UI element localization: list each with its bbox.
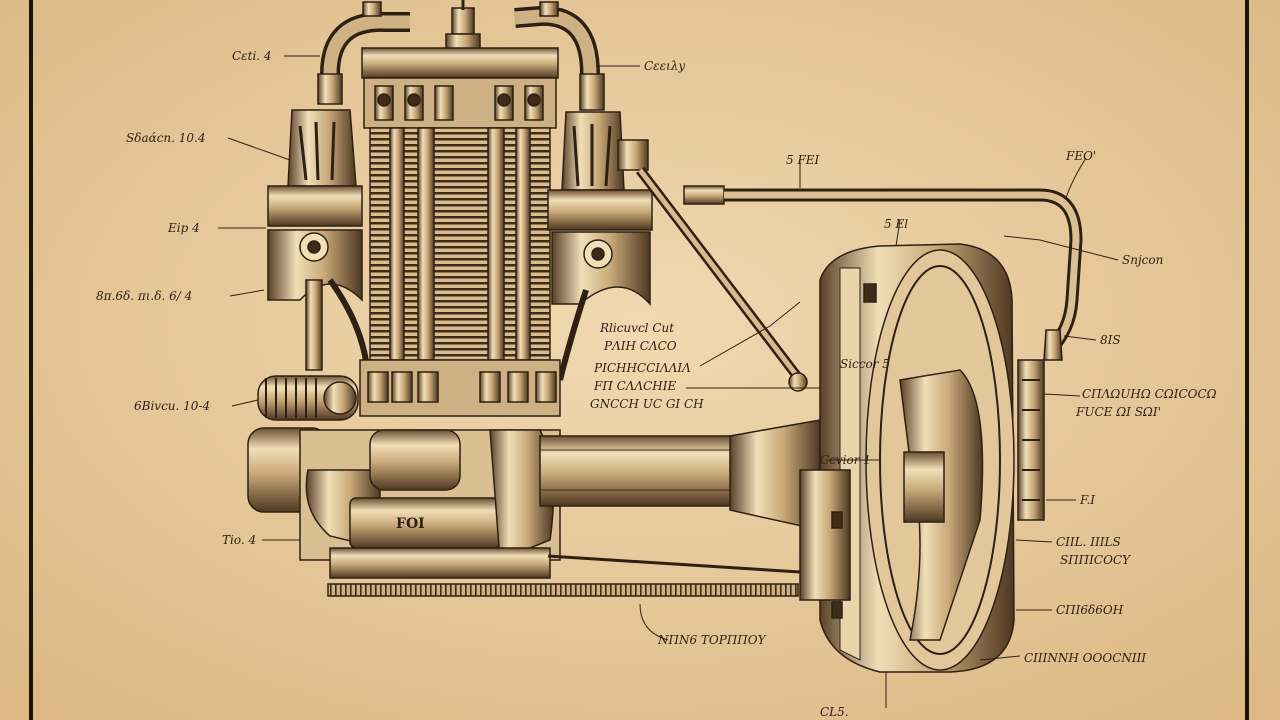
rim-slot-1 <box>863 283 877 303</box>
roller-end-cap <box>323 381 357 415</box>
shaft-highlight-lines <box>540 449 740 491</box>
left-connecting-rod <box>305 279 323 371</box>
crank-journal <box>369 429 461 491</box>
manifold-port-6 <box>535 371 557 403</box>
right-wrist-pin-center <box>591 247 605 261</box>
label-fuel-pipe: 5 FEI <box>786 153 820 167</box>
label-bottom: CL5. <box>820 705 849 719</box>
manifold-port-4 <box>479 371 501 403</box>
fuel-pipe-nozzle <box>1043 329 1063 361</box>
label-right-lower-1: CIIL. IIILS <box>1056 535 1121 549</box>
label-crank-hub: Tio. 4 <box>222 533 256 547</box>
tie-rod-3 <box>487 127 505 361</box>
left-intake-pipe <box>323 15 410 75</box>
manifold-port-3 <box>417 371 439 403</box>
label-center-5: GNCCH UC GI CH <box>590 397 704 411</box>
valve-cap-2 <box>407 93 421 107</box>
manifold-port-5 <box>507 371 529 403</box>
tie-rod-4 <box>515 127 531 361</box>
crank-bearing-housing <box>349 497 501 549</box>
left-wrist-pin-center <box>307 240 321 254</box>
border-frame <box>29 0 1249 720</box>
label-center-4: FΠ CΛΛCHIE <box>593 379 677 393</box>
label-magneto-2: FUCE ΩI SΩI' <box>1075 405 1161 419</box>
label-right-rim: Snjcon <box>1122 253 1163 267</box>
label-center-2: PΛIH CΛCO <box>603 339 677 353</box>
valve-cap-3 <box>497 93 511 107</box>
label-pipe-bend: FEO' <box>1065 149 1096 163</box>
leader-lines <box>218 55 1119 708</box>
fuel-pipe <box>724 191 1080 353</box>
valve-cap-1 <box>377 93 391 107</box>
label-top-left: Cεti. 4 <box>232 49 272 63</box>
rim-slot-3 <box>831 601 843 619</box>
lower-manifold <box>359 359 561 417</box>
linkage-pivot <box>788 372 808 392</box>
tie-rod-1 <box>389 127 405 361</box>
valve-cap-4 <box>527 93 541 107</box>
right-rocker-stem <box>579 73 605 111</box>
left-valve-chamber <box>287 109 357 187</box>
right-governor <box>617 139 649 171</box>
manifold-port-1 <box>367 371 389 403</box>
manifold-port-2 <box>391 371 413 403</box>
label-left-piston: 8π.6δ. πι.δ. 6/ 4 <box>96 289 192 303</box>
label-roller: 6Bivcu. 10-4 <box>134 399 210 413</box>
label-left-rings: Eip 4 <box>167 221 200 235</box>
magneto-ribs <box>1022 379 1040 501</box>
crankshaft-tube <box>539 435 741 507</box>
flywheel-bracket <box>799 469 851 601</box>
top-spark-plug <box>451 7 475 35</box>
fuel-pipe-union <box>683 185 725 205</box>
crankcase-base <box>329 547 551 579</box>
left-chamber-ribs <box>298 121 336 181</box>
label-flywheel-face: Siccor 5 <box>840 357 890 371</box>
right-pipe-flange <box>539 1 559 17</box>
lower-tie-rod <box>547 554 801 574</box>
label-magneto-1: CΠΛΩUΗΩ CΩICOCΩ <box>1082 387 1217 401</box>
left-piston-rings <box>267 185 363 227</box>
label-flywheel-bottom: CΠΙ6δ6ΟΗ <box>1056 603 1124 617</box>
left-pipe-flange <box>362 1 382 17</box>
drive-belt <box>327 583 799 597</box>
rim-slot-2 <box>831 511 843 529</box>
label-flywheel-top: 5 El <box>884 217 908 231</box>
right-piston-rings <box>547 189 653 231</box>
label-base-right: CIΙΙΝΝΗ ΟΟΟCΝΙΙΙ <box>1024 651 1146 665</box>
cylinder-head-top <box>361 47 559 79</box>
label-belt: NΠΝ6 ΤΟΡΠΠΟΥ <box>657 633 767 647</box>
label-nozzle: 8IS <box>1100 333 1121 347</box>
valve-3 <box>434 85 454 121</box>
roller-knurling <box>265 378 317 418</box>
crankcase-plate-text: FOI <box>396 516 425 532</box>
right-pushrod <box>557 289 589 381</box>
left-rocker-stem <box>317 73 343 105</box>
label-magneto-base: F.I <box>1079 493 1095 507</box>
flywheel-hub <box>903 451 945 523</box>
label-top-right: Cεειλy <box>644 59 685 73</box>
tie-rod-2 <box>417 127 435 361</box>
right-chamber-ribs <box>572 124 612 187</box>
label-center-3: PICHHCCIΛΛIΛ <box>593 361 691 375</box>
label-center-1: Rlicuvcl Cut <box>599 321 674 335</box>
label-flywheel-hub: Ccvior 1 <box>820 453 871 467</box>
linkage-rod <box>638 168 802 382</box>
label-left-chamber: Sδaάcn. 10.4 <box>126 131 206 145</box>
label-right-lower-2: SΠΠICOCY <box>1060 553 1131 567</box>
